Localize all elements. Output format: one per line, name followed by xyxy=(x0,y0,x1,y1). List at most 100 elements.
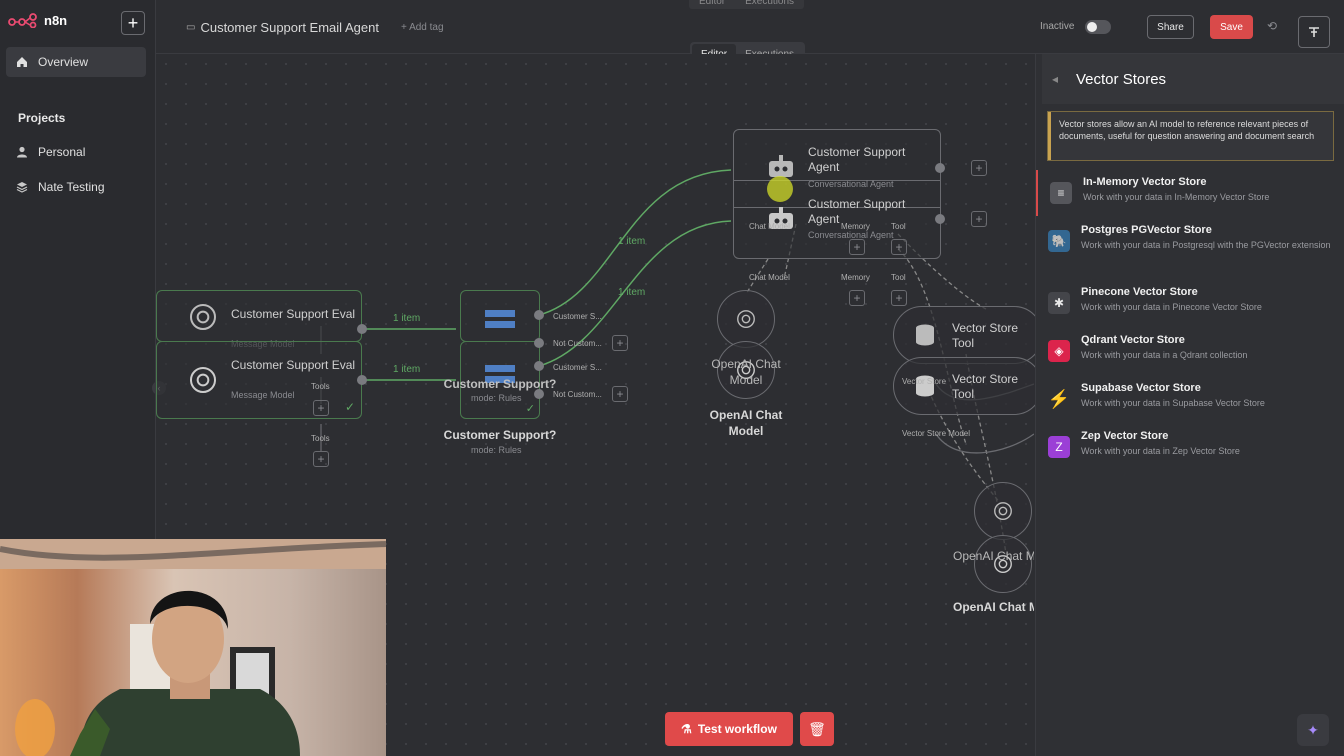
output-handle[interactable] xyxy=(534,310,544,320)
add-node-button[interactable]: + xyxy=(612,335,628,351)
port-label-tools: Tools xyxy=(311,434,330,443)
add-memory-button[interactable]: + xyxy=(849,290,865,306)
node-vector-store-tool[interactable]: Vector Store Tool xyxy=(893,357,1043,415)
node-label: OpenAI Chat Model1 xyxy=(953,600,1034,614)
database-icon xyxy=(916,324,934,346)
output-handle[interactable] xyxy=(935,214,945,224)
output-handle[interactable] xyxy=(357,324,367,334)
add-tool-button[interactable]: + xyxy=(891,239,907,255)
add-tag-link[interactable]: + Add tag xyxy=(401,22,444,33)
node-separator xyxy=(733,180,941,208)
node-customer-support-switch[interactable]: ✓ xyxy=(460,341,540,419)
node-creator-panel: ◂ Vector Stores Vector stores allow an A… xyxy=(1035,54,1344,756)
ghost-tabs: Editor Executions xyxy=(689,0,805,9)
item-description: Work with your data in Supabase Vector S… xyxy=(1081,398,1265,408)
connection-label: 1 item xyxy=(618,287,646,298)
sidebar-item-label: Personal xyxy=(38,145,86,159)
node-title: Vector Store Tool xyxy=(952,372,1019,401)
list-item-pinecone[interactable]: ✱ Pinecone Vector Store Work with your d… xyxy=(1036,280,1344,326)
n8n-logo[interactable]: n8n xyxy=(8,12,67,28)
trash-icon: 🗑 xyxy=(808,720,826,737)
node-openai-chat-model[interactable] xyxy=(717,341,775,399)
back-arrow-icon[interactable]: ◂ xyxy=(1052,72,1059,86)
projects-heading: Projects xyxy=(18,111,66,125)
folder-icon: ▭ xyxy=(186,22,196,33)
node-label: Customer Support? xyxy=(443,428,557,442)
workflow-title[interactable]: ▭ Customer Support Email Agent xyxy=(186,20,379,35)
save-button[interactable]: Save xyxy=(1210,15,1253,39)
robot-icon xyxy=(769,207,793,229)
webcam-image xyxy=(0,539,386,756)
node-title: Vector Store Tool xyxy=(952,321,1019,350)
sidebar-item-overview[interactable]: Overview xyxy=(6,47,146,77)
openai-icon xyxy=(994,555,1012,573)
node-title: Customer Support Agent xyxy=(808,197,906,226)
sidebar-item-nate-testing[interactable]: Nate Testing xyxy=(6,172,146,202)
openai-icon xyxy=(737,361,755,379)
cursor-highlight xyxy=(767,176,793,202)
output-handle[interactable] xyxy=(534,389,544,399)
node-switch-ghost[interactable] xyxy=(460,290,540,342)
output-handle[interactable] xyxy=(534,338,544,348)
add-memory-button[interactable]: + xyxy=(849,239,865,255)
item-title: Postgres PGVector Store xyxy=(1081,224,1212,236)
sidebar-item-label: Overview xyxy=(38,55,89,69)
node-openai-chat-model-ghost[interactable] xyxy=(717,290,775,348)
nodes-panel-toggle[interactable] xyxy=(1298,16,1330,48)
node-label-ghost: OpenAI Chat Model xyxy=(711,357,781,387)
list-item-in-memory[interactable]: ≡ In-Memory Vector Store Work with your … xyxy=(1036,170,1344,216)
history-icon[interactable]: ⟲ xyxy=(1267,19,1278,33)
layers-icon xyxy=(16,182,28,193)
list-item-pgvector[interactable]: 🐘 Postgres PGVector Store Work with your… xyxy=(1036,218,1344,264)
list-item-supabase[interactable]: ⚡ Supabase Vector Store Work with your d… xyxy=(1036,376,1344,422)
add-tool-button[interactable]: + xyxy=(313,400,329,416)
n8n-logo-icon xyxy=(8,13,37,28)
node-label: OpenAI Chat Model xyxy=(709,408,783,438)
ai-assistant-button[interactable]: ✦ xyxy=(1297,714,1329,746)
add-workflow-button[interactable]: + xyxy=(121,11,145,35)
item-description: Work with your data in a Qdrant collecti… xyxy=(1081,350,1248,360)
node-openai-chat-model1[interactable] xyxy=(974,535,1032,593)
node-vector-store-tool-ghost[interactable]: Vector Store Tool xyxy=(893,306,1043,364)
list-item-qdrant[interactable]: ◈ Qdrant Vector Store Work with your dat… xyxy=(1036,328,1344,374)
test-workflow-button[interactable]: ⚗ Test workflow xyxy=(665,712,793,746)
output-handle[interactable] xyxy=(357,375,367,385)
node-eval-ghost[interactable]: Customer Support Eval Message Model xyxy=(156,290,362,349)
node-subtitle: Conversational Agent xyxy=(808,230,894,240)
item-title: Zep Vector Store xyxy=(1081,430,1169,442)
add-node-button[interactable]: + xyxy=(612,386,628,402)
item-title: Supabase Vector Store xyxy=(1081,382,1201,394)
share-button[interactable]: Share xyxy=(1147,15,1194,39)
node-customer-support-eval[interactable]: Customer Support Eval Message Model ✓ xyxy=(156,341,362,419)
panel-header: ◂ Vector Stores xyxy=(1042,54,1344,104)
port-label-memory: Memory xyxy=(841,222,870,231)
output-handle[interactable] xyxy=(935,163,945,173)
port-label-chat-model: Chat Model xyxy=(749,273,790,282)
delete-button[interactable]: 🗑 xyxy=(800,712,834,746)
add-node-button[interactable]: + xyxy=(971,160,987,176)
node-subtitle: Conversational Agent xyxy=(808,179,894,189)
output-label: Customer S... xyxy=(553,363,602,372)
port-label-vector-store-model: Vector Store Model xyxy=(902,429,971,438)
sidebar-item-label: Nate Testing xyxy=(38,180,105,194)
add-node-button[interactable]: + xyxy=(971,211,987,227)
item-description: Work with your data in In-Memory Vector … xyxy=(1083,192,1270,202)
connection-label: 1 item xyxy=(393,364,421,375)
item-title: Qdrant Vector Store xyxy=(1081,334,1185,346)
sidebar-item-personal[interactable]: Personal xyxy=(6,137,146,167)
node-customer-support-agent[interactable]: Customer Support Agent Conversational Ag… xyxy=(733,129,941,259)
node-title: Customer Support Agent xyxy=(808,145,906,174)
close-panel-icon xyxy=(1309,27,1319,37)
list-item-zep[interactable]: Z Zep Vector Store Work with your data i… xyxy=(1036,424,1344,470)
active-toggle[interactable] xyxy=(1085,20,1111,34)
node-openai-chat-model1-ghost[interactable] xyxy=(974,482,1032,540)
supabase-icon: ⚡ xyxy=(1047,388,1071,409)
openai-icon xyxy=(190,304,216,330)
node-subtitle: mode: Rules xyxy=(471,445,522,455)
output-handle[interactable] xyxy=(534,361,544,371)
add-tool-button[interactable]: + xyxy=(313,451,329,467)
node-title: Customer Support Eval xyxy=(231,358,356,372)
add-tool-button[interactable]: + xyxy=(891,290,907,306)
panel-title: Vector Stores xyxy=(1076,70,1167,88)
output-label: Not Custom... xyxy=(553,390,602,399)
